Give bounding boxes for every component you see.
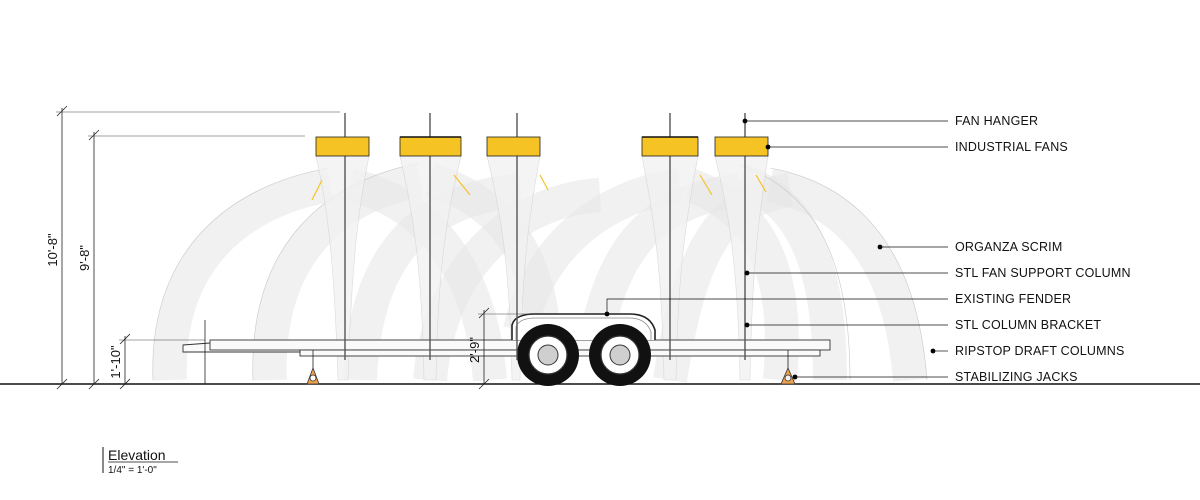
- deck-height-dimension: 1'-10": [108, 345, 123, 379]
- fender-height-dimension: 2'-9": [467, 337, 482, 363]
- callout-ripstop-draft-columns: RIPSTOP DRAFT COLUMNS: [955, 344, 1125, 358]
- wheel-front: [517, 324, 579, 386]
- drawing-title: Elevation: [108, 447, 166, 463]
- callout-leaders: [604, 118, 948, 380]
- stabilizing-jack-right: [780, 367, 796, 385]
- stabilizing-jack-left: [306, 366, 320, 385]
- drawing-scale: 1/4" = 1'-0": [108, 465, 157, 476]
- dimension-lines: [56, 105, 530, 390]
- callout-stl-column-bracket: STL COLUMN BRACKET: [955, 318, 1101, 332]
- callout-stabilizing-jacks: STABILIZING JACKS: [955, 370, 1078, 384]
- callout-organza-scrim: ORGANZA SCRIM: [955, 240, 1062, 254]
- callout-existing-fender: EXISTING FENDER: [955, 292, 1071, 306]
- fan-height-dimension: 9'-8": [77, 245, 92, 271]
- callout-fan-hanger: FAN HANGER: [955, 114, 1038, 128]
- overall-height-dimension: 10'-8": [45, 233, 60, 267]
- wheel-rear: [589, 324, 651, 386]
- industrial-fans: [315, 136, 769, 157]
- callout-industrial-fans: INDUSTRIAL FANS: [955, 140, 1068, 154]
- callout-stl-fan-support-column: STL FAN SUPPORT COLUMN: [955, 266, 1131, 280]
